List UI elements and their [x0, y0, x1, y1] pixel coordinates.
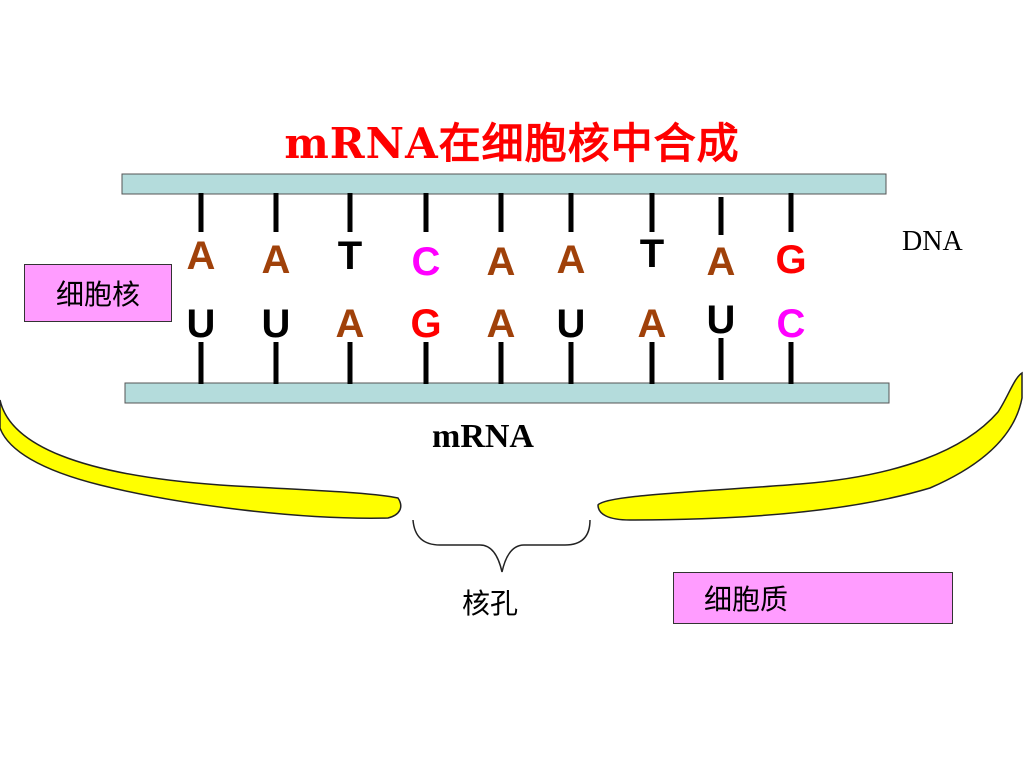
- dna-base: A: [261, 238, 291, 282]
- cytoplasm-label-box: 细胞质: [673, 572, 953, 624]
- dna-base: G: [775, 238, 807, 282]
- nuclear-membrane-right: [597, 371, 1023, 521]
- mrna-base: G: [410, 302, 442, 346]
- nucleus-label-box: 细胞核: [24, 264, 172, 322]
- dna-base: A: [706, 240, 736, 284]
- dna-base: A: [556, 238, 586, 282]
- nuclear-pore-label: 核孔: [462, 587, 519, 620]
- mrna-strand-bar: [124, 382, 890, 404]
- nucleus-label: 细胞核: [55, 278, 140, 311]
- dna-base: C: [411, 240, 441, 284]
- mrna-strand-connectors: [198, 338, 794, 384]
- cytoplasm-label: 细胞质: [704, 583, 789, 616]
- diagram-title: mRNA在细胞核中合成: [284, 119, 740, 168]
- mrna-base: U: [706, 298, 736, 342]
- dna-base: A: [486, 240, 516, 284]
- mrna-base: A: [637, 302, 667, 346]
- mrna-base: A: [335, 302, 365, 346]
- mrna-base: U: [261, 302, 291, 346]
- dna-base: T: [639, 232, 665, 276]
- mrna-base: C: [776, 302, 806, 346]
- mrna-base: U: [556, 302, 586, 346]
- mrna-base: U: [186, 302, 216, 346]
- dna-base: A: [186, 234, 216, 278]
- nuclear-pore-brace: [412, 519, 591, 573]
- dna-label: DNA: [902, 226, 963, 257]
- mrna-label: mRNA: [432, 418, 534, 455]
- dna-strand-connectors: [198, 193, 794, 235]
- nuclear-membrane-left: [0, 399, 402, 519]
- dna-base: T: [337, 234, 363, 278]
- mrna-base: A: [486, 302, 516, 346]
- dna-strand-bar: [121, 173, 887, 195]
